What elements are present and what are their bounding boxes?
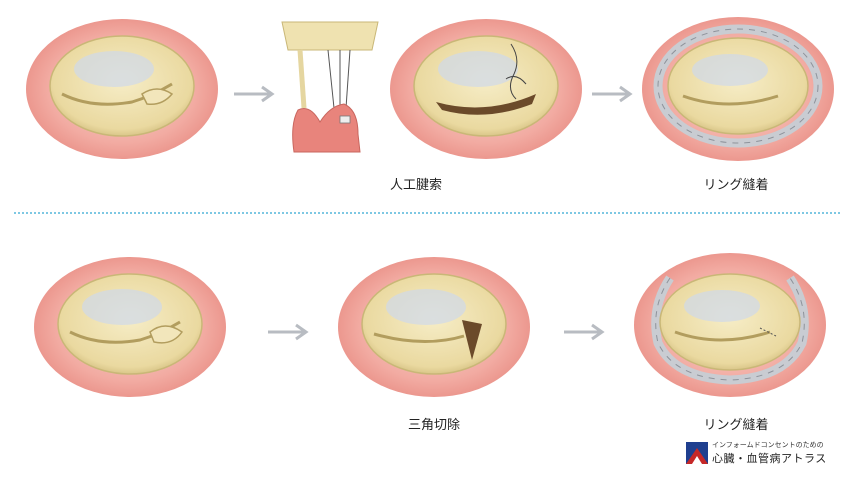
valve-ring-top	[642, 17, 834, 161]
arrow-right-icon	[564, 323, 605, 341]
valve-prolapse-top	[26, 19, 218, 159]
valve-resection-bottom	[338, 257, 530, 397]
valve-prolapse-bottom	[34, 257, 226, 397]
caption-ring-suture-top: リング縫着	[703, 178, 769, 193]
section-divider	[14, 212, 840, 214]
artificial-chordae-illustration	[281, 21, 379, 153]
valve-chordae-top	[390, 19, 582, 159]
logo-subtitle: インフォームドコンセントのための	[712, 441, 824, 449]
caption-triangular-resection: 三角切除	[407, 418, 460, 433]
caption-artificial-chordae: 人工腱索	[389, 178, 442, 193]
atlas-logo-icon	[686, 442, 708, 464]
caption-ring-suture-bottom: リング縫着	[703, 418, 769, 433]
valve-ring-bottom	[634, 253, 826, 397]
arrow-right-icon	[268, 323, 309, 341]
arrow-right-icon	[592, 85, 633, 103]
arrow-right-icon	[234, 85, 275, 103]
atlas-logo: インフォームドコンセントのための 心臓・血管病アトラス	[686, 440, 846, 470]
logo-title: 心臓・血管病アトラス	[712, 452, 827, 465]
